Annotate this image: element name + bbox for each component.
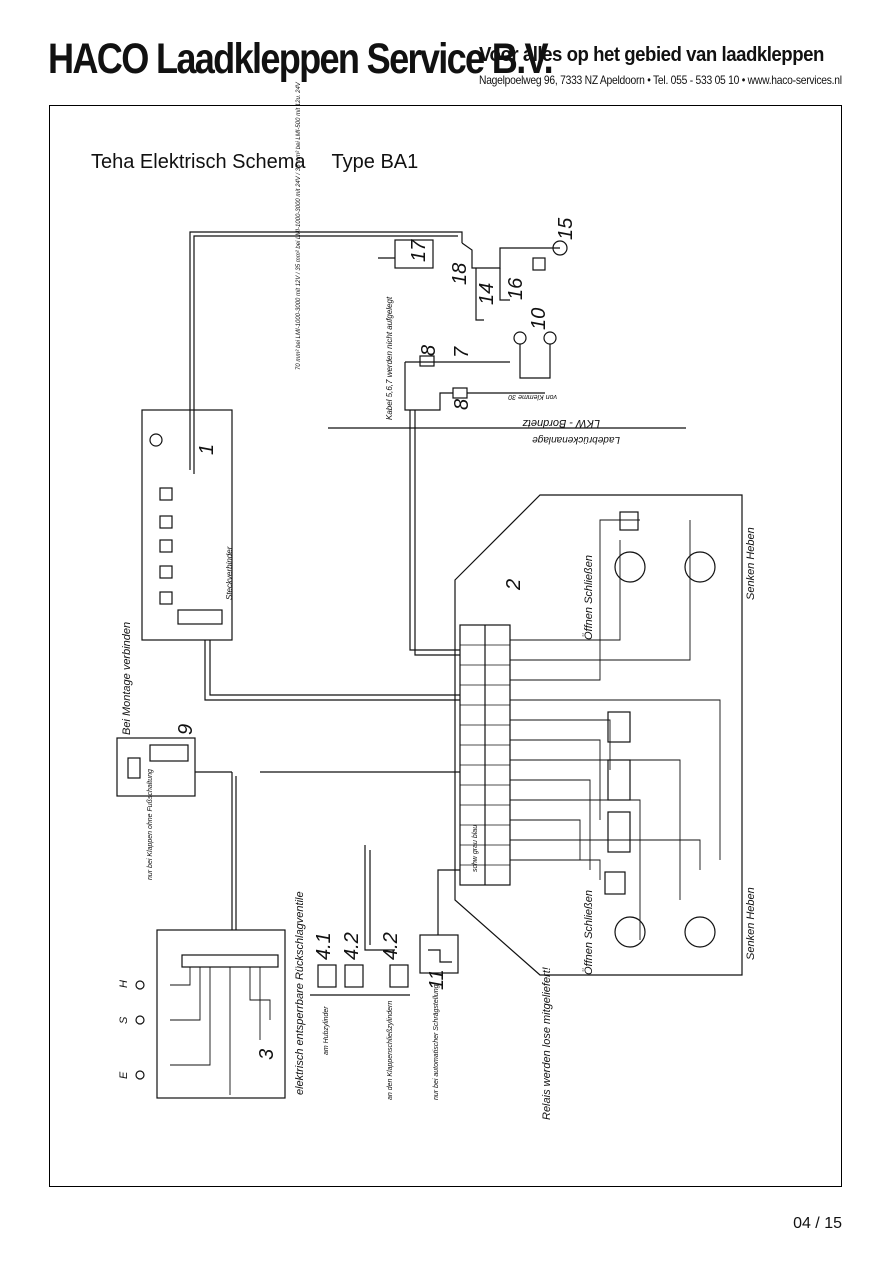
lamp-10-a [513,331,527,345]
company-name: HACO Laadkleppen Service B.V. [48,35,554,83]
valve-cable [364,845,395,951]
relais-label: Relais werden lose mitgeliefert! [541,967,553,1120]
valve-16-coil [532,257,546,271]
motor-15 [552,240,568,256]
num-4-2b: 4.2 [380,932,402,960]
cable-spec-label: 70 mm² bei LMI-1000-3000 mit 12V / 35 mm… [296,81,302,370]
steckverbinder-label: Steckverbinder [225,546,234,600]
valve-note-label: elektrisch entsperrbare Rückschlagventil… [294,891,306,1095]
switch-h-icon [135,980,145,990]
schema-type: Type BA1 [331,151,419,173]
klemme-label: von Klemme 30 [508,393,557,400]
main-feed-wire-2 [193,235,458,474]
cable-8-2 [409,410,460,651]
schema-name: Teha Elektrisch Schema [91,151,306,173]
component-9-box [116,737,196,797]
lade-anlage-label: Ladebrückenanlage [532,434,620,445]
cable-1-2 [204,640,460,701]
component-17-box [394,239,434,269]
num-4-2a: 4.2 [341,932,363,960]
num-17: 17 [408,239,430,262]
num-1: 1 [196,444,218,455]
valve-4-2-a [344,964,364,988]
company-tagline: Voor alles op het gebied van laadkleppen [479,44,824,66]
klappen-note-label: nur bei Klappen ohne Fußschaltung [147,769,154,880]
switch-e-icon [135,1070,145,1080]
component-3-box [156,929,286,1099]
fuse-8-bottom [452,387,468,399]
switch-h-label: H [118,980,130,988]
num-11: 11 [426,969,448,990]
switch-s-icon [135,1015,145,1025]
solenoid-top-1 [614,551,646,583]
num-14: 14 [476,283,498,305]
schliess-label: an den Klappenschließzylindern [387,1001,394,1100]
switch-s-label: S [118,1016,130,1024]
fuse-8-top [419,355,435,367]
wire-14 [475,268,484,321]
num-9: 9 [175,724,197,735]
bordnetz-label: LKW - Bordnetz [522,417,600,429]
company-address: Nagelpoelweg 96, 7333 NZ Apeldoorn • Tel… [479,73,842,87]
num-7: 7 [451,346,473,358]
page-number: 04 / 15 [793,1215,842,1232]
num-3: 3 [256,1049,278,1060]
schema-title: Teha Elektrisch Schema Type BA1 [91,151,444,174]
sensor-cable [437,869,460,935]
num-15: 15 [555,217,577,240]
hubzylinder-label: am Hubzylinder [323,1006,330,1055]
valve-4-1 [317,964,337,988]
relay-2 [607,759,631,801]
solenoid-bottom-1 [614,916,646,948]
component-1-box [141,409,233,641]
main-feed-wire [189,231,463,470]
num-8-top: 8 [418,345,440,356]
num-4-1: 4.1 [313,932,335,960]
num-18: 18 [449,263,471,285]
solenoid-bottom-2 [684,916,716,948]
wire-colors-label: schw grau blau [472,825,479,872]
num-2: 2 [503,579,525,591]
oeffnen-label-1: Öffnen Schließen [583,555,595,640]
drawing-frame [49,105,842,1187]
lamp-10-b [543,331,557,345]
senken-label-2: Senken Heben [745,887,757,960]
motor-feed-wire [461,242,560,269]
num-10: 10 [528,308,550,330]
solenoid-top-2 [684,551,716,583]
senken-label-1: Senken Heben [745,527,757,600]
component-11-sensor [419,934,459,974]
component-2-outline [454,494,743,976]
num-8-bottom: 8 [451,399,473,410]
relay-3 [607,811,631,853]
num-16: 16 [505,277,527,300]
relay-1 [607,711,631,743]
cable-note-label: Kabel 5,6,7 werden nicht aufgelegt [385,296,394,420]
schraeg-label: nur bei automatischer Schrägstellung [433,984,440,1100]
switch-e-label: E [118,1071,130,1079]
valve-4-2-b [389,964,409,988]
oeffnen-label-2: Öffnen Schließen [583,890,595,975]
montage-label: Bei Montage verbinden [121,622,133,735]
